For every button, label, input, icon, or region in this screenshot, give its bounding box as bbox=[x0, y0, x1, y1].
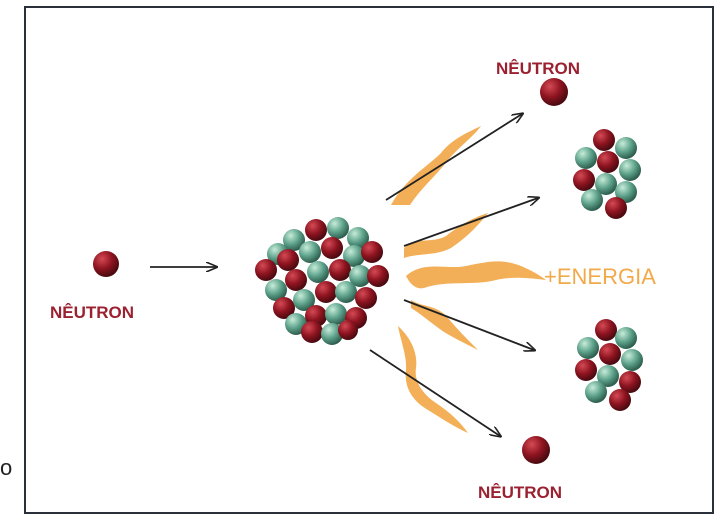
label-neutron-incoming: NÊUTRON bbox=[50, 303, 134, 322]
arrow-to-bottom-neutron bbox=[369, 349, 500, 436]
side-text-fragment: o bbox=[0, 455, 13, 480]
label-neutron-top: NÊUTRON bbox=[496, 59, 580, 78]
fission-fragment-lower bbox=[575, 319, 643, 411]
arrow-to-upper-fragment bbox=[403, 198, 538, 247]
arrow-to-lower-fragment bbox=[403, 299, 534, 350]
energy-wave-5 bbox=[398, 326, 468, 433]
target-nucleus bbox=[255, 217, 389, 345]
outgoing-neutron-bottom bbox=[522, 436, 550, 464]
energy-wave-4 bbox=[411, 300, 478, 350]
incoming-neutron bbox=[93, 251, 119, 277]
energy-wave-3 bbox=[406, 261, 546, 289]
fission-diagram: NÊUTRON bbox=[50, 59, 656, 502]
label-energy: +ENERGIA bbox=[544, 264, 656, 289]
label-neutron-bottom: NÊUTRON bbox=[478, 483, 562, 502]
fission-diagram-frame: NÊUTRON bbox=[24, 6, 714, 514]
outgoing-arrows bbox=[369, 114, 538, 436]
fission-fragment-upper bbox=[573, 129, 641, 219]
energy-wave-1 bbox=[391, 126, 481, 205]
arrow-to-top-neutron bbox=[385, 114, 522, 201]
outgoing-neutron-top bbox=[540, 78, 568, 106]
energy-waves bbox=[391, 126, 546, 433]
